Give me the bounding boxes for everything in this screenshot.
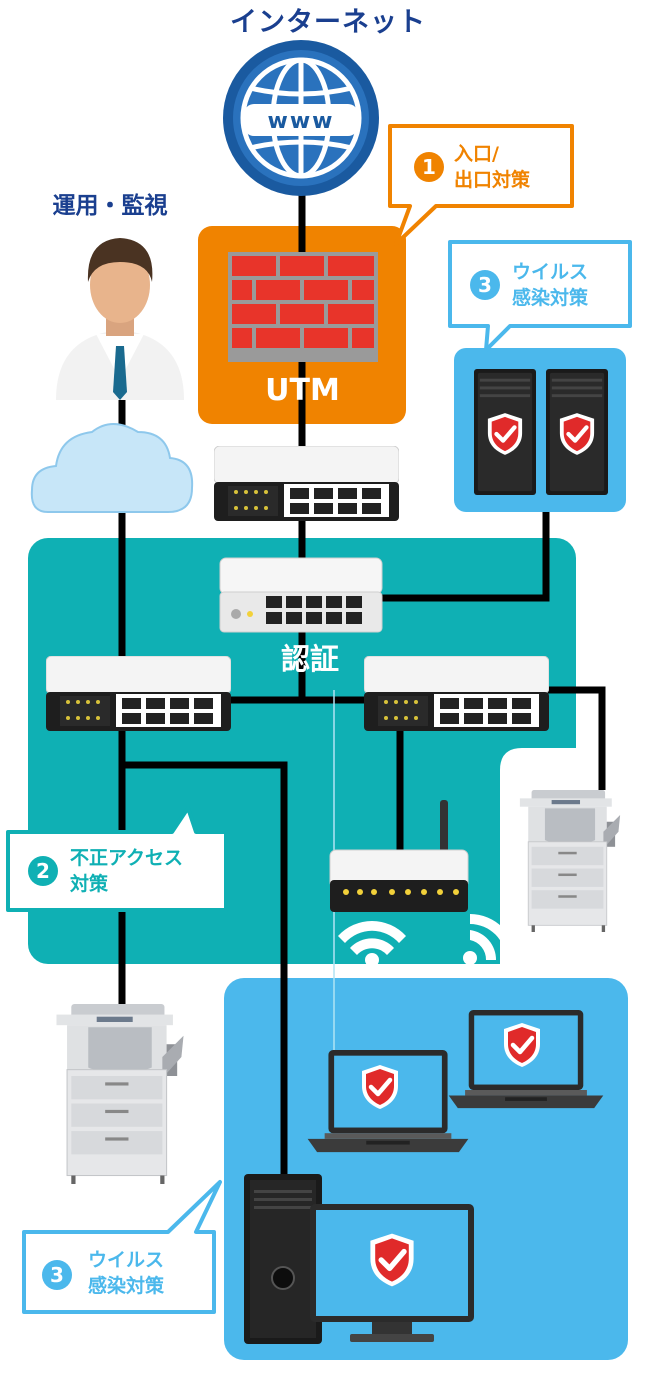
operations-monitoring-label: 運用・監視	[52, 193, 168, 219]
callout-1-line2: 出口対策	[454, 169, 531, 191]
callout-3-bottom-line2: 感染対策	[88, 1275, 165, 1297]
left-switch	[46, 656, 231, 731]
utm-label: UTM	[265, 373, 340, 408]
callout-2-number: 2	[28, 856, 58, 886]
callout-1-line1: 入口/	[454, 143, 499, 165]
auth-label: 認証	[280, 642, 339, 676]
internet-globe-icon	[223, 40, 379, 196]
callout-1-number: 1	[414, 152, 444, 182]
globe-www-text: www	[268, 109, 335, 134]
callout-3-bottom: 3 ウイルス 感染対策	[36, 1244, 212, 1306]
desktop-pc-tower	[244, 1174, 322, 1344]
laptop-right	[448, 1010, 604, 1109]
callout-3-bottom-line1: ウイルス	[88, 1249, 165, 1271]
callout-3-top: 3 ウイルス 感染対策	[466, 254, 626, 318]
desktop-monitor	[310, 1204, 474, 1342]
callout-virus-bottom	[22, 1180, 222, 1314]
callout-3-top-line2: 感染対策	[512, 287, 589, 309]
callout-2: 2 不正アクセス 対策	[20, 840, 220, 904]
printer-left	[55, 1004, 185, 1184]
firewall-icon	[228, 252, 378, 362]
internet-title: インターネット	[230, 7, 426, 38]
admin-person-icon	[56, 238, 184, 400]
wifi-signal-icon	[338, 914, 516, 967]
right-switch	[364, 656, 549, 731]
cloud-icon	[30, 423, 194, 513]
server-tower-left	[474, 369, 536, 495]
server-tower-right	[546, 369, 608, 495]
auth-switch	[219, 557, 383, 633]
callout-3-top-number: 3	[470, 270, 500, 300]
laptop-left	[307, 1050, 469, 1153]
printer-right	[519, 790, 621, 932]
callout-2-line2: 対策	[70, 873, 109, 895]
callout-2-line1: 不正アクセス	[70, 847, 184, 869]
callout-3-bottom-number: 3	[42, 1260, 72, 1290]
callout-3-top-line1: ウイルス	[512, 261, 589, 283]
utm-switch	[214, 446, 399, 521]
callout-unauthorized	[6, 806, 228, 912]
callout-1: 1 入口/ 出口対策	[408, 138, 568, 198]
wireless-access-point	[329, 800, 469, 912]
callout-virus-top	[448, 240, 632, 352]
